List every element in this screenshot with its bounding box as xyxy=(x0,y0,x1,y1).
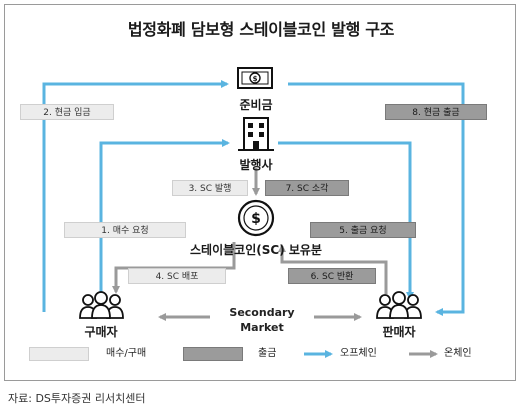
secondary-market-label: Secondary Market xyxy=(214,305,310,335)
step-withdraw-request: 5. 출금 요청 xyxy=(310,222,416,238)
step-cash-withdraw: 8. 현금 출금 xyxy=(385,104,487,120)
buyer-people-icon xyxy=(79,291,124,319)
reserve-label: 준비금 xyxy=(239,98,273,112)
buyer-label: 구매자 xyxy=(84,325,118,339)
source-note: 자료: DS투자증권 리서치센터 xyxy=(8,392,146,405)
holdings-label: 스테이블코인(SC) 보유분 xyxy=(190,243,322,257)
flow-sc-return xyxy=(278,244,388,294)
seller-people-icon xyxy=(376,291,422,319)
step-sc-issue: 3. SC 발행 xyxy=(172,180,248,196)
svg-text:$: $ xyxy=(253,75,258,83)
legend-offchain-text: 오프체인 xyxy=(340,348,377,359)
legend-withdraw-swatch xyxy=(183,347,243,361)
legend-buy-sell-swatch xyxy=(29,347,89,361)
flow-cash-deposit xyxy=(42,80,229,312)
step-buy-request: 1. 매수 요청 xyxy=(64,222,186,238)
legend-onchain-text: 온체인 xyxy=(444,348,472,359)
issuer-label: 발행사 xyxy=(239,158,273,172)
step-sc-return: 6. SC 반환 xyxy=(288,268,376,284)
svg-text:$: $ xyxy=(251,211,261,227)
step-cash-deposit: 2. 현금 입금 xyxy=(20,104,114,120)
secondary-market-line1: Secondary xyxy=(229,306,295,319)
cash-icon: $ xyxy=(237,67,273,89)
flow-cash-withdraw xyxy=(288,82,465,316)
step-sc-burn: 7. SC 소각 xyxy=(265,180,349,196)
flow-buy-request xyxy=(99,139,230,296)
building-icon xyxy=(238,117,274,151)
step-sc-distribute: 4. SC 배포 xyxy=(128,268,226,284)
secondary-market-line2: Market xyxy=(240,321,284,334)
legend-withdraw-text: 출금 xyxy=(258,348,277,359)
flow-withdraw-request xyxy=(278,141,414,300)
seller-label: 판매자 xyxy=(382,325,416,339)
coin-icon: $ xyxy=(237,199,275,237)
legend-buy-sell-text: 매수/구매 xyxy=(106,348,147,359)
diagram-title: 법정화폐 담보형 스테이블코인 발행 구조 xyxy=(127,20,395,39)
diagram-frame xyxy=(4,4,516,381)
